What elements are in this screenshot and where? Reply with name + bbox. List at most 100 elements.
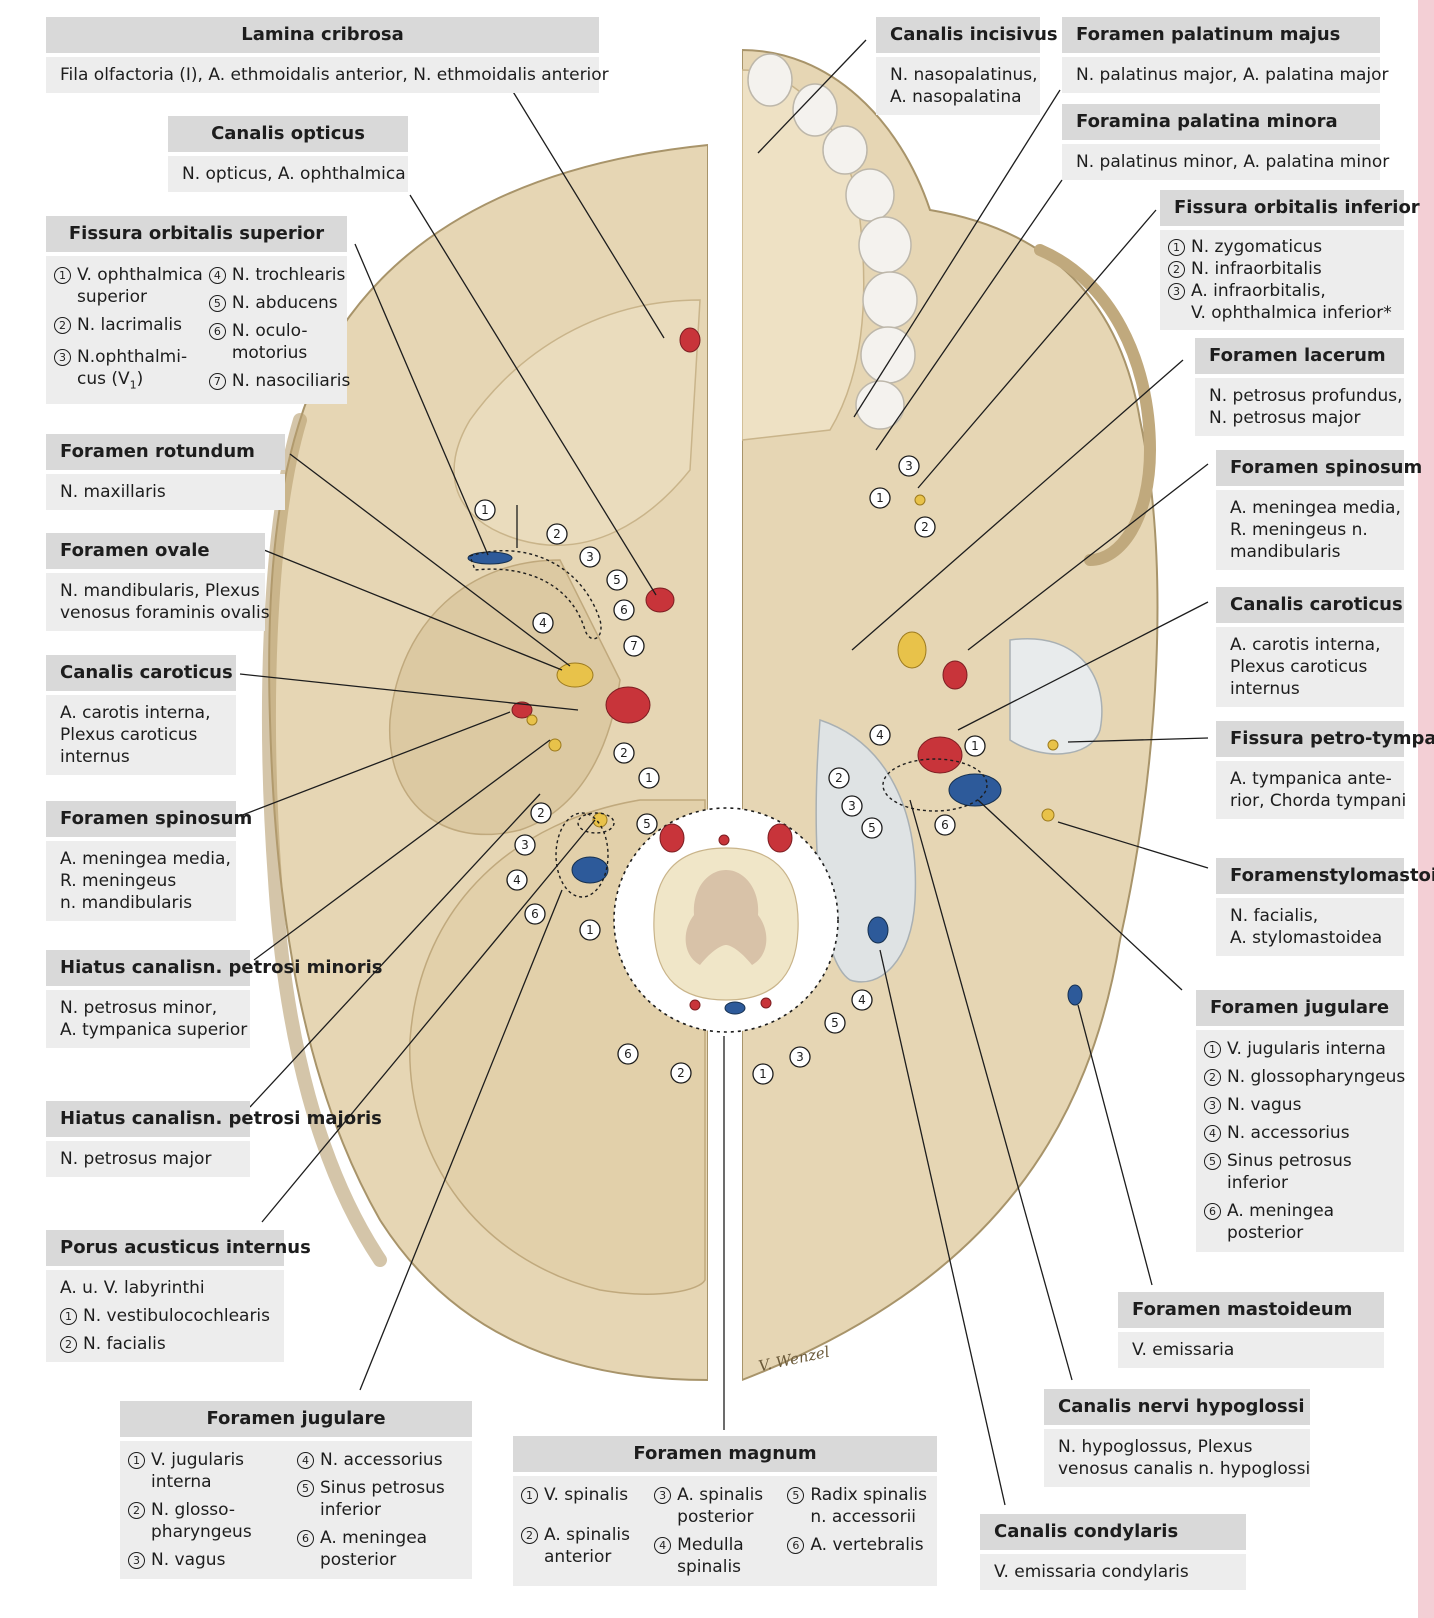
label-foramen-stylomastoideum: Foramenstylomastoideum N. facialis,A. st… xyxy=(1216,858,1434,956)
page-edge-bar xyxy=(1418,0,1434,1618)
callout-number: 7 xyxy=(630,639,638,653)
callout-number: 1 xyxy=(481,503,489,517)
left-middle-fossa xyxy=(389,559,621,836)
callout-number: 3 xyxy=(796,1050,804,1064)
foramen-spinosum-right-body: A. meningea media,R. meningeus n.mandibu… xyxy=(1216,490,1404,570)
foramen-spinosum-right-title: Foramen spinosum xyxy=(1216,450,1422,486)
foramen-mastoideum-title: Foramen mastoideum xyxy=(1118,1292,1384,1328)
foramen-palatinum-majus-title: Foramen palatinum majus xyxy=(1062,17,1380,53)
callout-number: 2 xyxy=(835,771,843,785)
callout-number: 1 xyxy=(759,1067,767,1081)
callout-number: 4 xyxy=(876,728,884,742)
canalis-incisivus-title: Canalis incisivus xyxy=(876,17,1058,53)
canalis-opticus-line-1: N. opticus, A. ophthalmica xyxy=(182,164,406,184)
callout-number: 6 xyxy=(620,603,628,617)
callout-number: 2 xyxy=(620,746,628,760)
foramen-spinosum-left-title: Foramen spinosum xyxy=(46,801,252,837)
callout-number: 5 xyxy=(643,817,651,831)
callout-number: 4 xyxy=(858,993,866,1007)
hiatus-majoris-body: N. petrosus major xyxy=(46,1141,250,1177)
callout-number: 5 xyxy=(868,821,876,835)
label-canalis-opticus: Canalis opticus N. opticus, A. ophthalmi… xyxy=(168,116,408,192)
porus-acusticus-title: Porus acusticus internus xyxy=(46,1230,311,1266)
lamina-cribrosa-line-1: Fila olfactoria (I), A. ethmoidalis ante… xyxy=(60,65,609,85)
callout-number: 3 xyxy=(848,799,856,813)
left-skull-rim xyxy=(262,413,387,1267)
hiatus-minoris-body: N. petrosus minor,A. tympanica superior xyxy=(46,990,250,1048)
foramen-palatinum-majus-body: N. palatinus major, A. palatina major xyxy=(1062,57,1389,93)
foramen-rotundum-body: N. maxillaris xyxy=(46,474,285,510)
fissura-petrotympanica-title: Fissura petro-tympanica xyxy=(1216,721,1434,757)
callout-number: 4 xyxy=(513,873,521,887)
canalis-condylaris-body: V. emissaria condylaris xyxy=(980,1554,1246,1590)
callout-number: 3 xyxy=(586,550,594,564)
canalis-condylaris-title: Canalis condylaris xyxy=(980,1514,1246,1550)
label-canalis-incisivus: Canalis incisivus N. nasopalatinus,A. na… xyxy=(876,17,1058,115)
canalis-opticus-body: N. opticus, A. ophthalmica xyxy=(168,156,408,192)
left-anterior-fossa xyxy=(453,299,701,546)
hiatus-majoris-title: Hiatus canalisn. petrosi majoris xyxy=(46,1101,382,1137)
midline-gap xyxy=(708,40,742,1385)
fissura-orbitalis-inferior-title: Fissura orbitalis inferior xyxy=(1160,190,1420,226)
canalis-hypoglossi-title: Canalis nervi hypoglossi xyxy=(1044,1389,1310,1425)
callout-number: 5 xyxy=(831,1016,839,1030)
foramen-mastoideum-body: V. emissaria xyxy=(1118,1332,1384,1368)
callout-number: 1 xyxy=(876,491,884,505)
callout-number: 6 xyxy=(941,818,949,832)
callout-number: 5 xyxy=(613,573,621,587)
label-lamina-cribrosa: Lamina cribrosa Fila olfactoria (I), A. … xyxy=(46,17,609,93)
foramen-jugulare-right-title: Foramen jugulare xyxy=(1196,990,1404,1026)
dashed-outlines xyxy=(469,550,988,898)
foramen-jugulare-bottom-title: Foramen jugulare xyxy=(120,1401,472,1437)
callout-number: 1 xyxy=(971,739,979,753)
label-canalis-nervi-hypoglossi: Canalis nervi hypoglossi N. hypoglossus,… xyxy=(1044,1389,1310,1487)
foramen-stylomastoideum-body: N. facialis,A. stylomastoidea xyxy=(1216,898,1404,956)
grey-matter xyxy=(685,870,767,965)
foramen-lacerum-body: N. petrosus profundus,N. petrosus major xyxy=(1195,378,1404,436)
label-foramen-lacerum: Foramen lacerum N. petrosus profundus,N.… xyxy=(1195,338,1404,436)
canalis-opticus-title: Canalis opticus xyxy=(168,116,408,152)
callout-number: 2 xyxy=(537,806,545,820)
label-foramen-palatinum-majus: Foramen palatinum majus N. palatinus maj… xyxy=(1062,17,1389,93)
label-canalis-condylaris: Canalis condylaris V. emissaria condylar… xyxy=(980,1514,1246,1590)
label-foramen-spinosum-left: Foramen spinosum A. meningea media,R. me… xyxy=(46,801,252,921)
canalis-incisivus-body: N. nasopalatinus,A. nasopalatina xyxy=(876,57,1040,115)
right-zygomatic-arch xyxy=(1034,244,1157,566)
label-canalis-caroticus-right: Canalis caroticus A. carotis interna,Ple… xyxy=(1216,587,1404,707)
label-foramen-rotundum: Foramen rotundum N. maxillaris xyxy=(46,434,285,510)
callout-number: 3 xyxy=(521,838,529,852)
canalis-caroticus-right-title: Canalis caroticus xyxy=(1216,587,1404,623)
fissura-orbitalis-superior-title: Fissura orbitalis superior xyxy=(46,216,347,252)
callout-number: 1 xyxy=(586,923,594,937)
callout-number: 2 xyxy=(677,1066,685,1080)
lamina-cribrosa-body: Fila olfactoria (I), A. ethmoidalis ante… xyxy=(46,57,609,93)
callout-number: 2 xyxy=(553,527,561,541)
